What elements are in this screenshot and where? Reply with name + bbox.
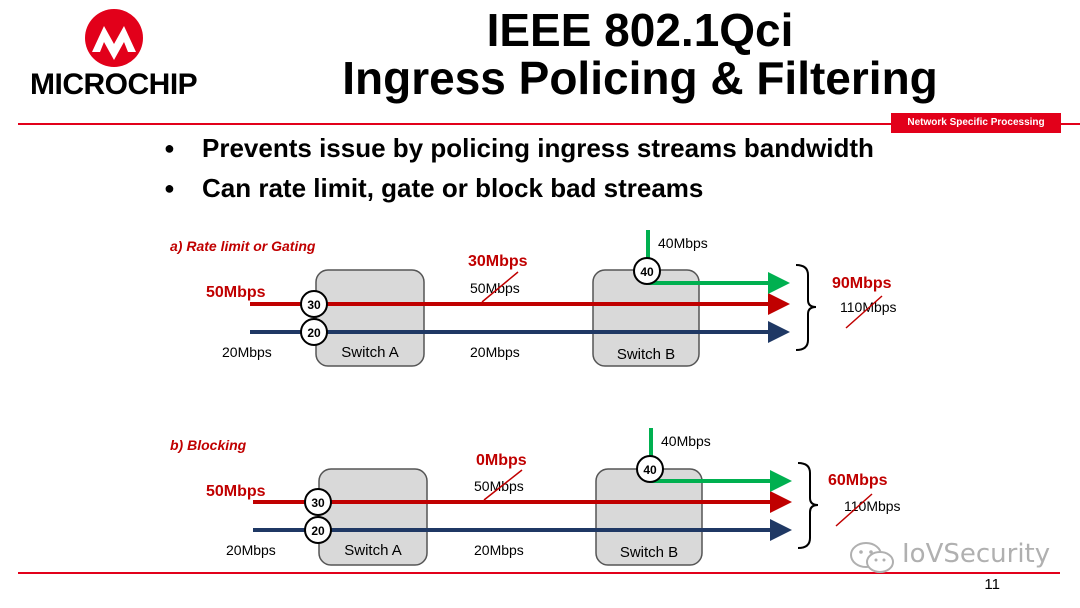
red-stream-arrowhead [770, 491, 792, 513]
policer-red-value: 30 [307, 298, 321, 312]
policer-green [636, 455, 664, 483]
title-line-2: Ingress Policing & Filtering [342, 52, 938, 104]
mid-red-new-label: 0Mbps [476, 452, 527, 469]
total-new-label: 60Mbps [828, 472, 888, 489]
switch-b-label: Switch B [617, 346, 675, 363]
input-blue-label: 20Mbps [226, 542, 276, 558]
footer-divider [18, 572, 1060, 574]
diagram-b-label: b) Blocking [170, 437, 247, 453]
page-title: IEEE 802.1Qci Ingress Policing & Filteri… [300, 6, 980, 102]
bullet-list: Prevents issue by policing ingress strea… [160, 130, 874, 210]
total-old-label: 110Mbps [844, 498, 901, 514]
input-blue-label: 20Mbps [222, 344, 272, 360]
bullet-item: Can rate limit, gate or block bad stream… [160, 170, 874, 210]
switch-a-label: Switch A [344, 542, 402, 559]
input-red-label: 50Mbps [206, 284, 266, 301]
policer-green-value: 40 [643, 463, 657, 477]
page-number: 11 [984, 576, 1000, 593]
switch-b-label: Switch B [620, 544, 678, 561]
diagram-a-label: a) Rate limit or Gating [170, 238, 316, 254]
green-stream-arrowhead [770, 470, 792, 492]
bullet-item: Prevents issue by policing ingress strea… [160, 130, 874, 170]
green-input-label: 40Mbps [661, 433, 711, 449]
wechat-icon [850, 542, 894, 573]
diagram-a: a) Rate limit or Gating Switch A Switch … [170, 230, 897, 367]
policer-red [300, 290, 328, 318]
mid-blue-label: 20Mbps [474, 542, 524, 558]
policer-blue-value: 20 [307, 326, 321, 340]
policer-green-value: 40 [640, 265, 654, 279]
red-stream-arrowhead [768, 293, 790, 315]
input-red-label: 50Mbps [206, 483, 266, 500]
mid-red-old-label: 50Mbps [474, 478, 524, 494]
policer-red [304, 488, 332, 516]
microchip-logo: MICROCHIP [30, 8, 210, 104]
switch-a-box [315, 269, 425, 367]
section-tag: Network Specific Processing [891, 113, 1061, 133]
total-brace [795, 264, 817, 351]
total-strike [845, 295, 883, 329]
policer-green [633, 257, 661, 285]
policer-blue [304, 516, 332, 544]
title-line-1: IEEE 802.1Qci [486, 4, 794, 56]
mid-strike [481, 271, 519, 303]
mid-red-old-label: 50Mbps [470, 280, 520, 296]
mid-blue-label: 20Mbps [470, 344, 520, 360]
blue-stream-arrowhead [770, 519, 792, 541]
policer-red-value: 30 [311, 496, 325, 510]
mid-red-new-label: 30Mbps [468, 253, 528, 270]
total-strike [835, 493, 873, 527]
total-old-label: 110Mbps [840, 299, 897, 315]
green-input-label: 40Mbps [658, 235, 708, 251]
policer-blue-value: 20 [311, 524, 325, 538]
watermark-text: IoVSecurity [902, 539, 1051, 569]
total-new-label: 90Mbps [832, 275, 892, 292]
header-divider [18, 123, 1080, 125]
brand-name: MICROCHIP [30, 68, 198, 101]
policer-blue [300, 318, 328, 346]
switch-a-label: Switch A [341, 344, 399, 361]
blue-stream-arrowhead [768, 321, 790, 343]
total-brace [797, 462, 819, 549]
microchip-logo-icon [85, 9, 143, 67]
diagram-b: b) Blocking Switch A Switch B 30 20 40 5… [170, 428, 901, 566]
green-stream-arrowhead [768, 272, 790, 294]
mid-strike [483, 469, 523, 501]
